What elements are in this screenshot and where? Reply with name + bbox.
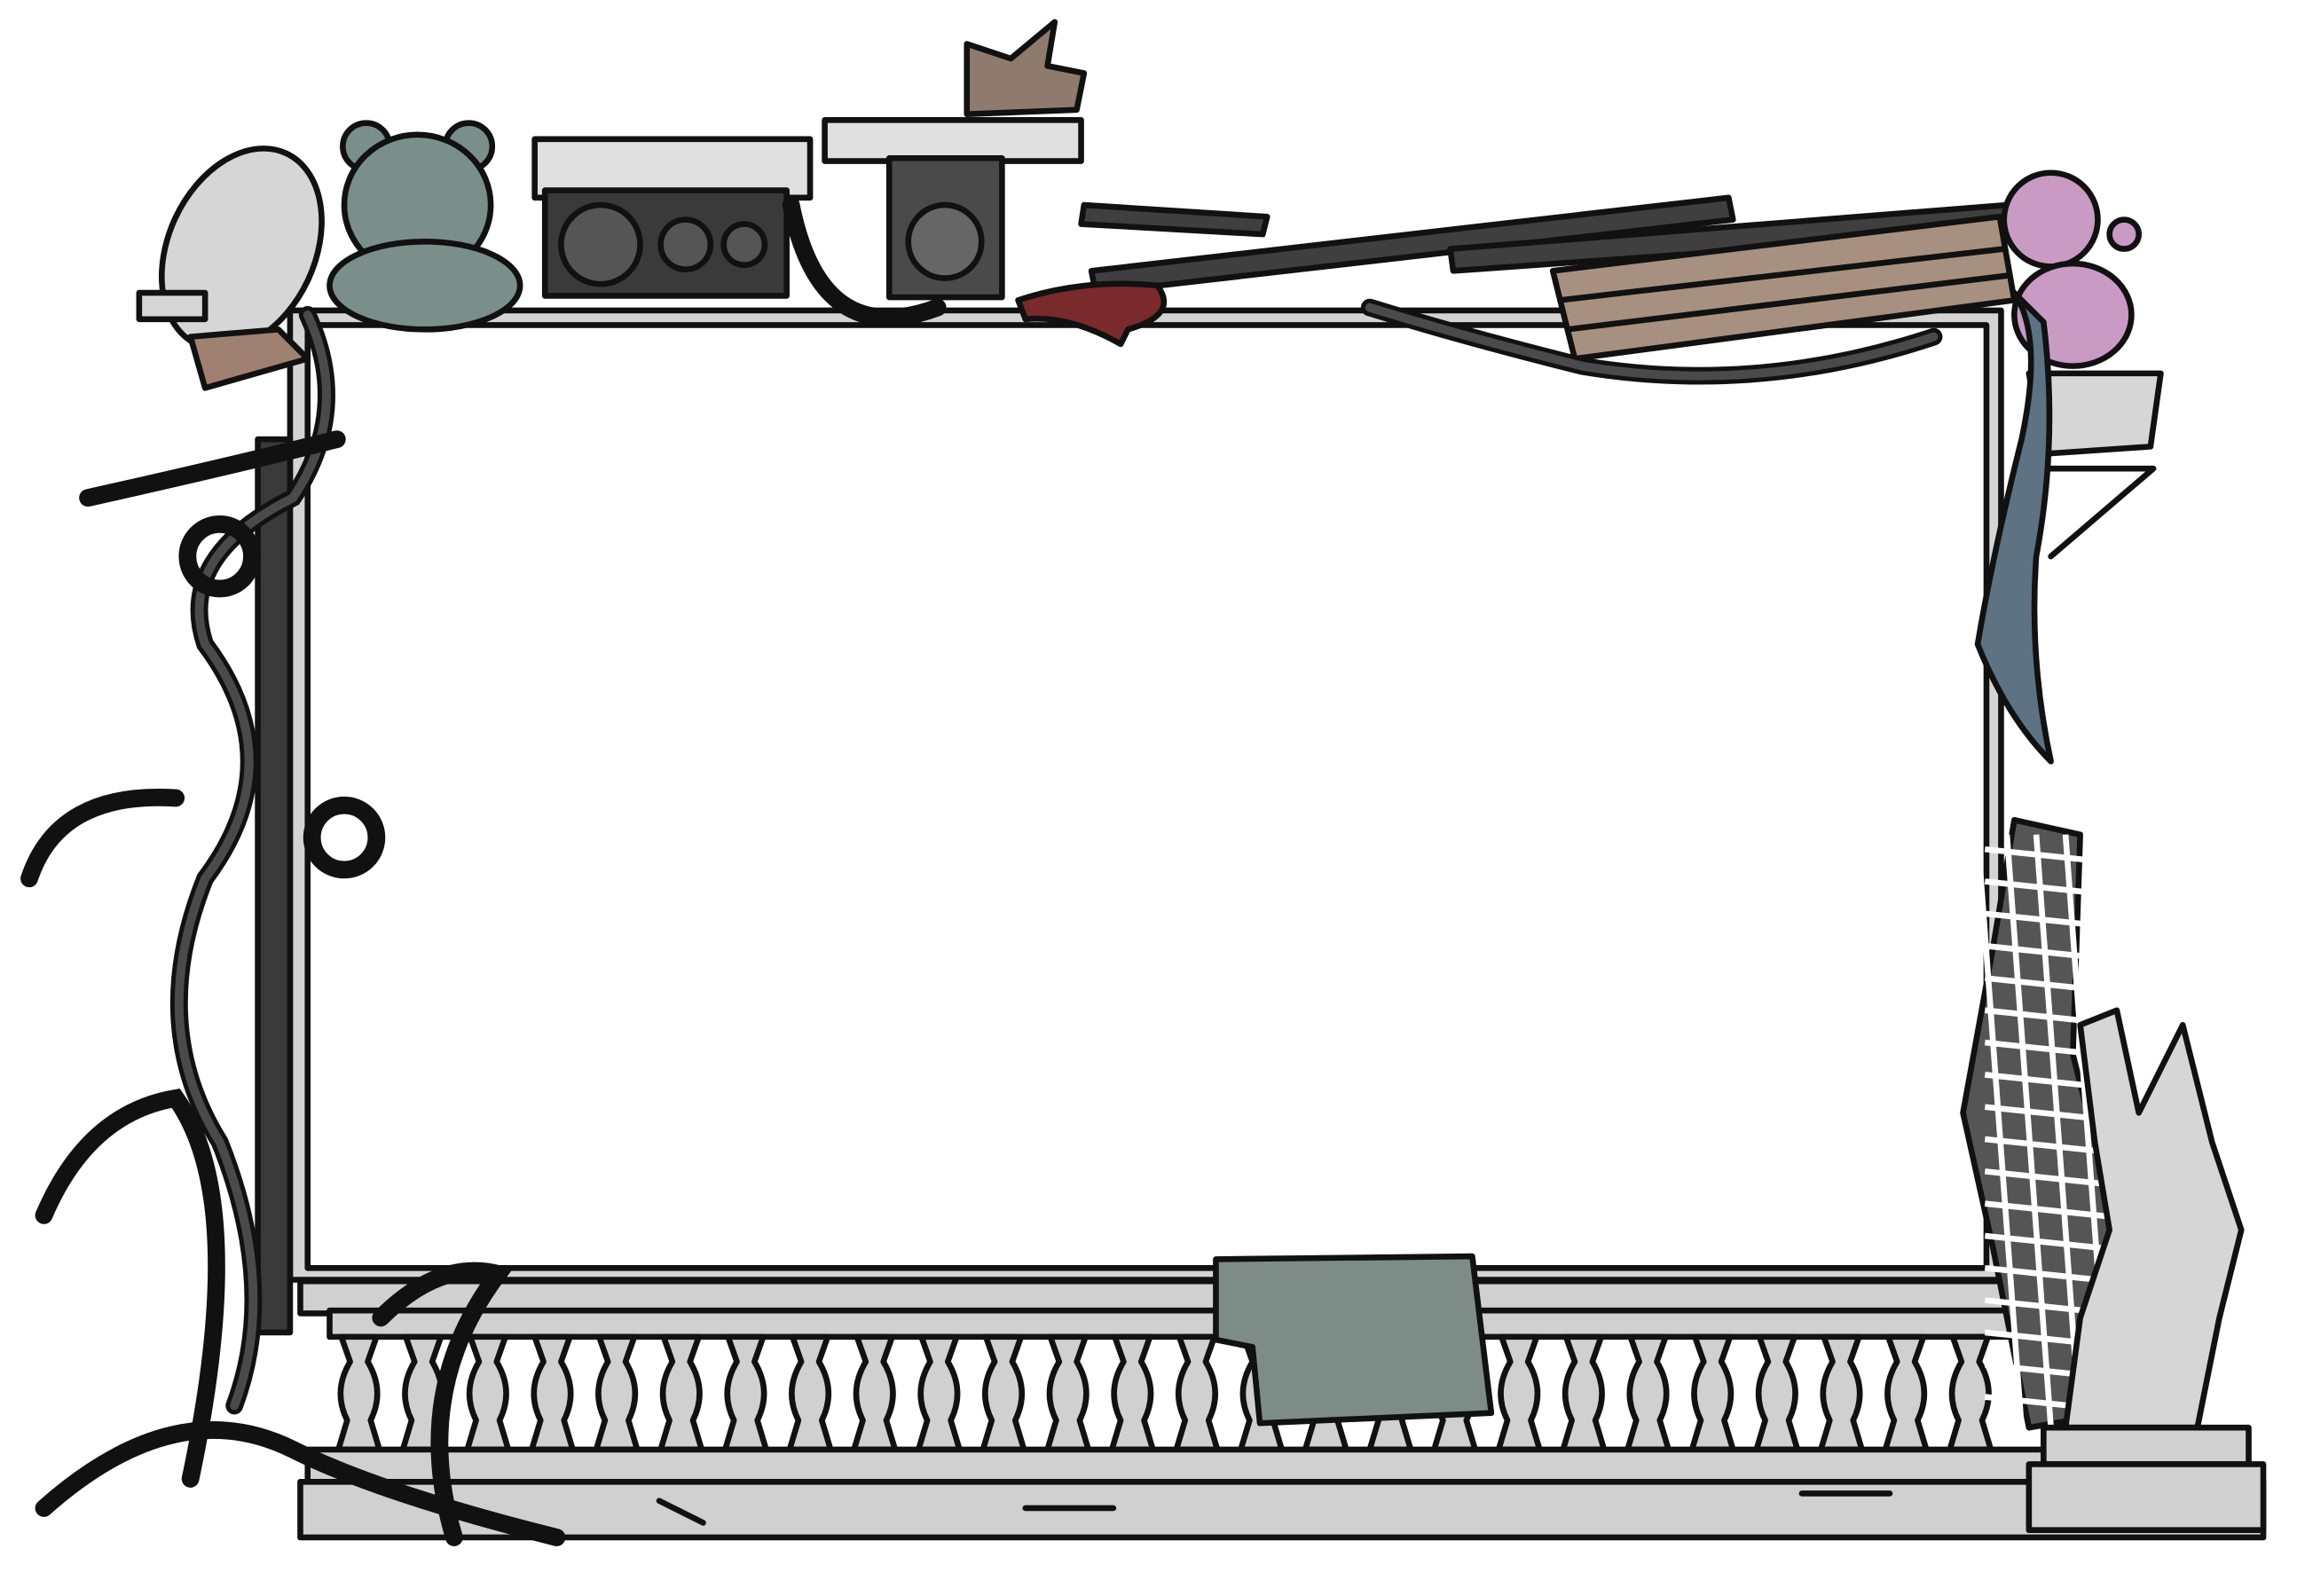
left-post <box>255 436 294 1336</box>
baluster <box>1624 1333 1672 1453</box>
baluster <box>1688 1333 1736 1453</box>
green-cloth <box>1213 1253 1495 1427</box>
baluster <box>1173 1333 1221 1453</box>
baluster <box>464 1333 512 1453</box>
baluster <box>722 1333 769 1453</box>
tangled-cables <box>20 196 1943 1546</box>
baluster <box>1108 1333 1156 1453</box>
blue-scarf <box>1974 289 2054 765</box>
pink-teddy-bear <box>2001 169 2142 369</box>
green-teddy-bear <box>326 120 523 333</box>
baluster <box>1560 1333 1608 1453</box>
baluster <box>529 1333 576 1453</box>
baluster <box>1882 1333 1930 1453</box>
baluster <box>1947 1333 1994 1453</box>
speaker-box <box>885 154 1005 301</box>
baluster <box>1818 1333 1865 1453</box>
dragon-figurine <box>964 19 1088 118</box>
baluster <box>979 1333 1027 1453</box>
baluster <box>593 1333 641 1453</box>
red-rag <box>1015 280 1168 348</box>
baluster <box>1753 1333 1801 1453</box>
baluster <box>335 1333 382 1453</box>
stone-balustrade <box>297 1278 2267 1541</box>
dvd-player <box>822 117 1084 164</box>
baluster <box>1495 1333 1543 1453</box>
boombox-stereo <box>531 136 814 299</box>
baluster <box>657 1333 705 1453</box>
baluster <box>786 1333 834 1453</box>
baluster <box>851 1333 899 1453</box>
baluster <box>915 1333 963 1453</box>
gargoyle-statue <box>2026 1007 2267 1534</box>
picture-frame <box>287 307 2004 1283</box>
satellite-dish <box>136 145 325 391</box>
baluster <box>1044 1333 1092 1453</box>
